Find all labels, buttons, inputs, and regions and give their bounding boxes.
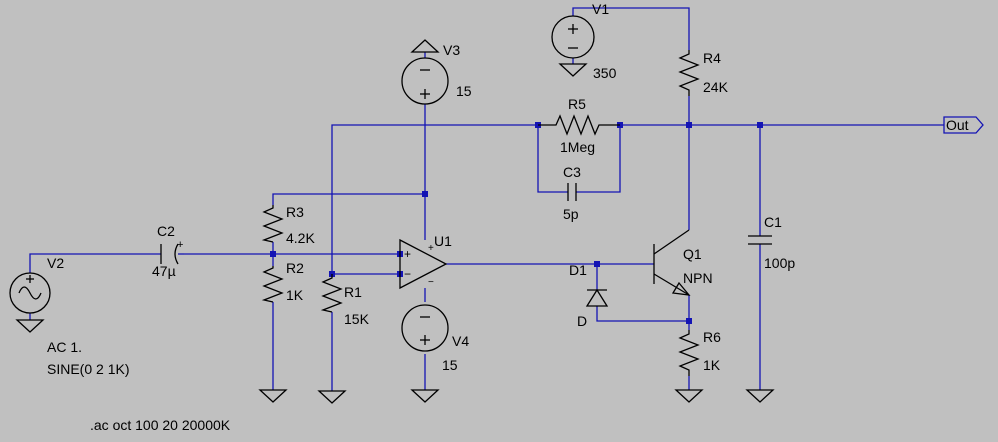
ground-icon — [317, 390, 347, 404]
u1-supply-minus: − — [428, 277, 434, 288]
u1-supply-plus: + — [428, 243, 434, 254]
voltage-source-v1: V1 350 — [551, 1, 617, 81]
v2-value-ac: AC 1. — [47, 339, 82, 355]
v4-label: V4 — [452, 333, 469, 349]
u1-plus-sign: + — [404, 247, 411, 261]
r2-value: 1K — [286, 287, 304, 303]
opamp-u1: + − + − U1 — [399, 233, 452, 290]
c2-value: 47µ — [152, 263, 176, 279]
c3-value: 5p — [563, 206, 579, 222]
voltage-source-v2: V2 AC 1. SINE(0 2 1K) — [9, 255, 129, 377]
output-port: Out — [943, 116, 984, 134]
q1-value: NPN — [683, 270, 713, 286]
v2-label: V2 — [47, 255, 64, 271]
r1-value: 15K — [344, 311, 370, 327]
v1-label: V1 — [592, 1, 609, 17]
u1-minus-sign: − — [404, 267, 411, 281]
wires — [29, 7, 944, 391]
junction-node — [686, 122, 692, 128]
v3-value: 15 — [456, 83, 472, 99]
v3-label: V3 — [443, 42, 460, 58]
wire-r3-top — [272, 193, 425, 205]
wire-c3-left — [537, 125, 568, 193]
c2-label: C2 — [157, 223, 175, 239]
ground-icon — [745, 389, 775, 403]
wire-v2-c2 — [29, 253, 161, 273]
resistor-r2: R2 1K — [261, 260, 304, 303]
voltage-source-v4: V4 15 — [401, 304, 469, 373]
r5-label: R5 — [568, 96, 586, 112]
r4-value: 24K — [703, 79, 729, 95]
r6-label: R6 — [703, 329, 721, 345]
wire-d1-bottom — [596, 306, 689, 322]
wire-v1-r4 — [572, 7, 690, 50]
resistor-r5: R5 1Meg — [538, 96, 620, 155]
c2-plus-sign: + — [177, 239, 183, 251]
d1-label: D1 — [569, 262, 587, 278]
resistor-r3: R3 4.2K — [261, 204, 315, 246]
d1-value: D — [577, 313, 587, 329]
ground-icon — [258, 389, 288, 403]
c1-label: C1 — [764, 214, 782, 230]
v4-value: 15 — [442, 357, 458, 373]
out-label: Out — [946, 117, 969, 133]
c3-label: C3 — [563, 164, 581, 180]
wire-feedback-top — [331, 124, 538, 274]
resistor-r6: R6 1K — [678, 329, 721, 376]
ground-icon — [410, 389, 440, 403]
r1-label: R1 — [344, 284, 362, 300]
r3-label: R3 — [286, 204, 304, 220]
capacitor-c3: C3 5p — [563, 164, 581, 222]
wire-c3-right — [576, 125, 621, 193]
r4-label: R4 — [703, 50, 721, 66]
ground-icon — [558, 58, 588, 77]
voltage-source-v3: V3 15 — [401, 42, 472, 105]
junction-node — [686, 318, 692, 324]
ground-icon — [674, 389, 704, 403]
transistor-q1: Q1 NPN — [653, 229, 713, 296]
junction-node — [757, 122, 763, 128]
capacitor-c1: C1 100p — [748, 214, 795, 271]
resistor-r4: R4 24K — [678, 50, 729, 96]
ground-icon — [15, 319, 45, 333]
junction-node — [422, 191, 428, 197]
r6-value: 1K — [703, 357, 721, 373]
junction-node — [594, 261, 600, 267]
u1-label: U1 — [434, 233, 452, 249]
r3-value: 4.2K — [286, 230, 315, 246]
ground-icon — [410, 39, 440, 53]
v2-value-sine: SINE(0 2 1K) — [47, 361, 129, 377]
ground-symbols — [15, 39, 775, 404]
r5-value: 1Meg — [560, 139, 595, 155]
simulation-directive[interactable]: .ac oct 100 20 20000K — [90, 417, 231, 433]
diode-d1: D1 D — [569, 262, 609, 329]
capacitor-c2: + C2 47µ — [152, 223, 184, 279]
resistor-r1: R1 15K — [320, 274, 370, 327]
r2-label: R2 — [286, 260, 304, 276]
v1-value: 350 — [593, 65, 617, 81]
junction-node — [270, 251, 276, 257]
c1-value: 100p — [764, 255, 795, 271]
q1-label: Q1 — [683, 246, 702, 262]
